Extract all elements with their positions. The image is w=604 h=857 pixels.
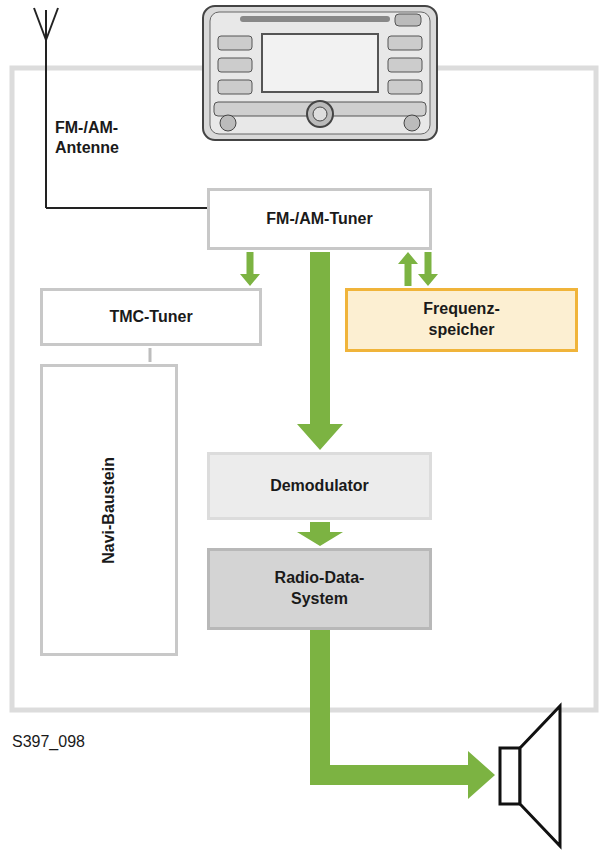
node-label: Frequenz- speicher — [407, 299, 517, 341]
tmc-box: TMC-Tuner — [40, 288, 262, 346]
node-label: TMC-Tuner — [109, 307, 192, 328]
tuner-box: FM-/AM-Tuner — [207, 188, 432, 250]
signal-arrow — [398, 252, 418, 286]
node-label: Radio-Data- System — [255, 568, 385, 610]
antenna-symbol — [34, 8, 207, 208]
node-label: Navi-Baustein — [99, 457, 120, 564]
signal-arrow — [240, 252, 260, 286]
speaker-symbol — [500, 706, 560, 846]
radio-illustration — [203, 6, 437, 140]
navi-box: Navi-Baustein — [40, 364, 178, 656]
antenna-label: FM-/AM-Antenne — [55, 118, 155, 158]
figure-code: S397_098 — [12, 732, 85, 752]
node-label: FM-/AM-Tuner — [266, 209, 372, 230]
signal-arrow — [297, 522, 343, 546]
memory-box: Frequenz- speicher — [345, 288, 578, 352]
connector-line — [149, 348, 152, 362]
signal-arrow — [297, 252, 343, 450]
demodulator-box: Demodulator — [207, 452, 432, 520]
signal-arrow — [418, 252, 438, 286]
device-frame — [12, 68, 596, 710]
output-arrow — [310, 630, 495, 799]
rds-box: Radio-Data- System — [207, 548, 432, 630]
node-label: Demodulator — [270, 476, 369, 497]
